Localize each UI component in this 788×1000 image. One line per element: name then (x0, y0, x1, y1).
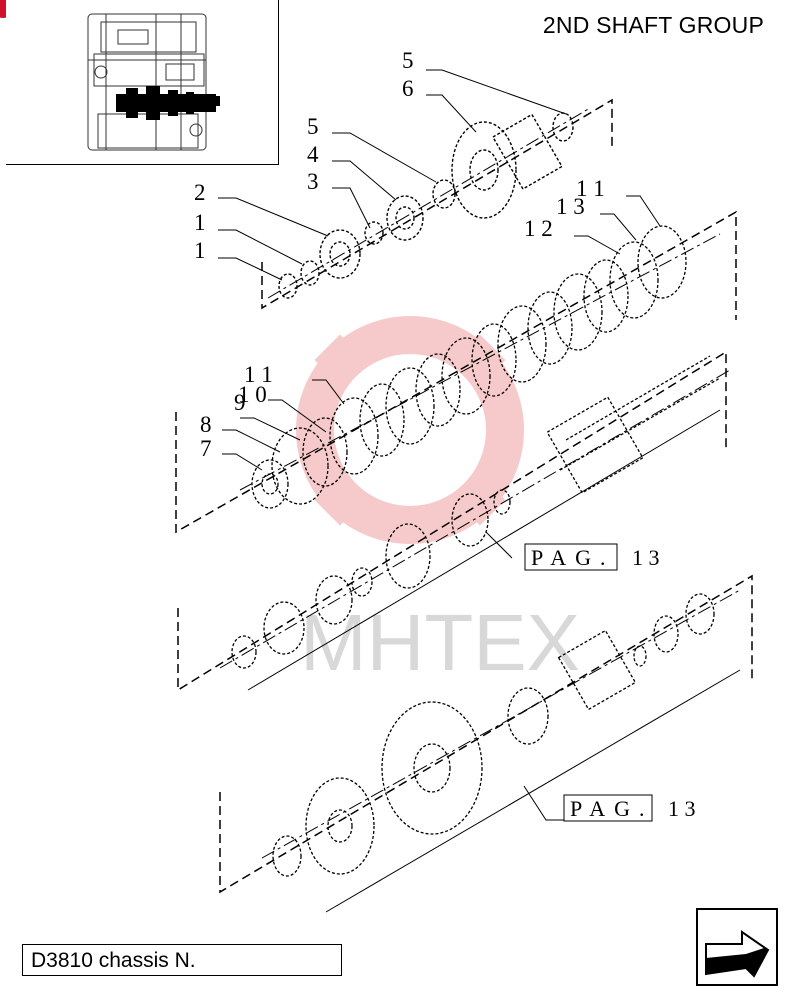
page-ref-2[interactable]: PAG. 1 3 (563, 794, 696, 822)
callout-label: 1 1 (576, 176, 605, 201)
bearing-part (319, 229, 361, 279)
transmission-overview-image (87, 13, 220, 151)
callout-label: 1 (194, 210, 206, 235)
next-page-arrow-icon (705, 930, 770, 978)
callout-label: 8 (200, 412, 212, 437)
snap-ring-part (432, 179, 456, 209)
callout-label: 5 (402, 48, 414, 73)
overview-thumbnail (6, 0, 279, 165)
group-box-lower-2 (219, 574, 753, 894)
callout-label: 1 3 (556, 194, 585, 219)
page-ref-number: 1 3 (632, 545, 660, 570)
callout-label: 1 (194, 238, 206, 263)
watermark-text: MHTEX (300, 598, 580, 687)
callout-label: 7 (200, 436, 212, 461)
callout-label: 5 (307, 114, 319, 139)
spline-hub-part (491, 113, 563, 190)
watermark-gear-logo (296, 316, 524, 544)
bearing-part (386, 195, 424, 241)
callout-label: 9 (234, 390, 246, 415)
chassis-label: D3810 chassis N. (22, 944, 342, 976)
snap-ring-part (278, 273, 298, 299)
callout-label: 3 (307, 169, 319, 194)
page-ref-1[interactable]: PAG. 1 3 (524, 543, 660, 571)
page-ref-label: PAG. (531, 545, 615, 570)
group-box-main (175, 210, 737, 534)
lower-group-2-parts (272, 593, 715, 877)
snap-ring-part (552, 112, 574, 142)
callout-label: 4 (307, 142, 319, 167)
callout-label: 1 0 (238, 382, 267, 407)
lower-group-1-parts (231, 355, 721, 669)
group-box-upper (261, 98, 613, 310)
callout-label: 1 2 (524, 216, 553, 241)
callout-label: 6 (402, 76, 414, 101)
upper-parts (278, 112, 574, 299)
gear-part (451, 121, 517, 219)
page-ref-label: PAG. (570, 796, 654, 821)
page-title: 2ND SHAFT GROUP (542, 12, 764, 38)
shim-part (364, 221, 384, 245)
main-gear-stack (251, 225, 687, 509)
callout-label: 2 (194, 180, 206, 205)
group-box-lower-1 (177, 350, 727, 692)
snap-ring-part (300, 260, 320, 286)
page-ref-number: 1 3 (668, 796, 696, 821)
next-page-button[interactable] (696, 908, 778, 986)
callout-label: 1 1 (244, 362, 273, 387)
